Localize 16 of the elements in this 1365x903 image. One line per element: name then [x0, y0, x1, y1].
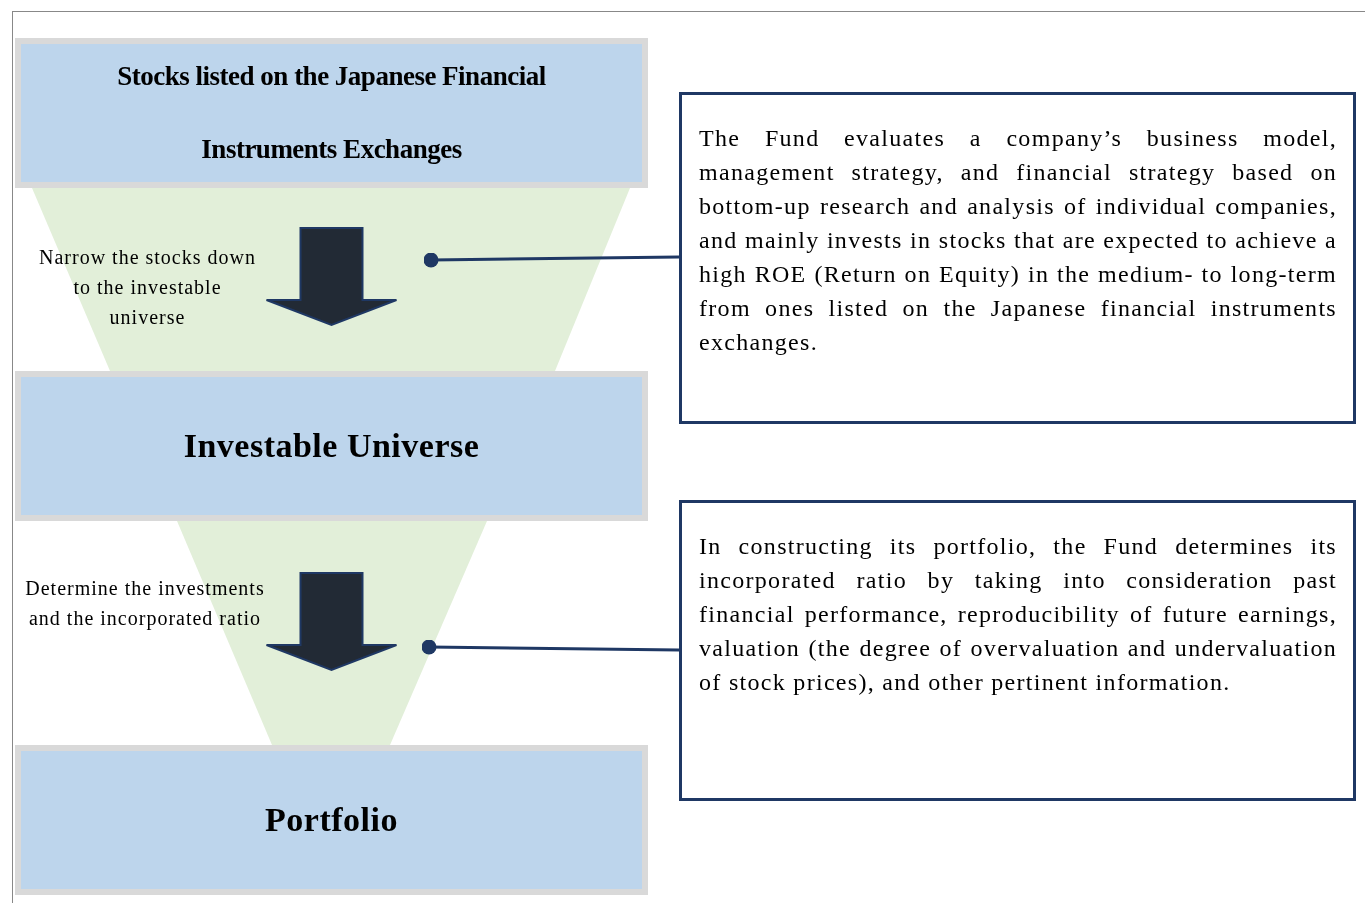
stage-title: Portfolio — [265, 799, 398, 840]
leader-line — [421, 639, 680, 655]
edge-label: Determine the investments and the incorporated ratio — [25, 576, 265, 632]
stage-title: Stocks listed on the Japanese Financial Instruments Exchanges — [116, 60, 547, 166]
stage-box — [15, 371, 648, 521]
leader-line — [423, 252, 680, 268]
note-box — [679, 500, 1356, 801]
edge-label: Narrow the stocks down to the investable universe — [38, 245, 257, 330]
note-text: The Fund evaluates a company’s business model, management strategy, and financial strategy based on bottom-up research and analysis of individual companies, and mainly invests in stocks that are expected to achieve a high ROE (Return on Equity) in the medium- to long-term from ones listed on the Japanese financial instruments exchanges. — [699, 124, 1337, 357]
stage-box — [15, 38, 648, 188]
block-arrow — [265, 227, 398, 327]
stage-box — [15, 745, 648, 895]
stage-title: Investable Universe — [183, 425, 480, 466]
block-arrow — [265, 572, 398, 672]
note-box — [679, 92, 1356, 424]
note-text: In constructing its portfolio, the Fund determines its incorporated ratio by taking into consideration past financial performance, reproducibility of future earnings, valuation (the degree of overvaluation and undervaluation of stock prices), and other pertinent information. — [699, 532, 1337, 697]
